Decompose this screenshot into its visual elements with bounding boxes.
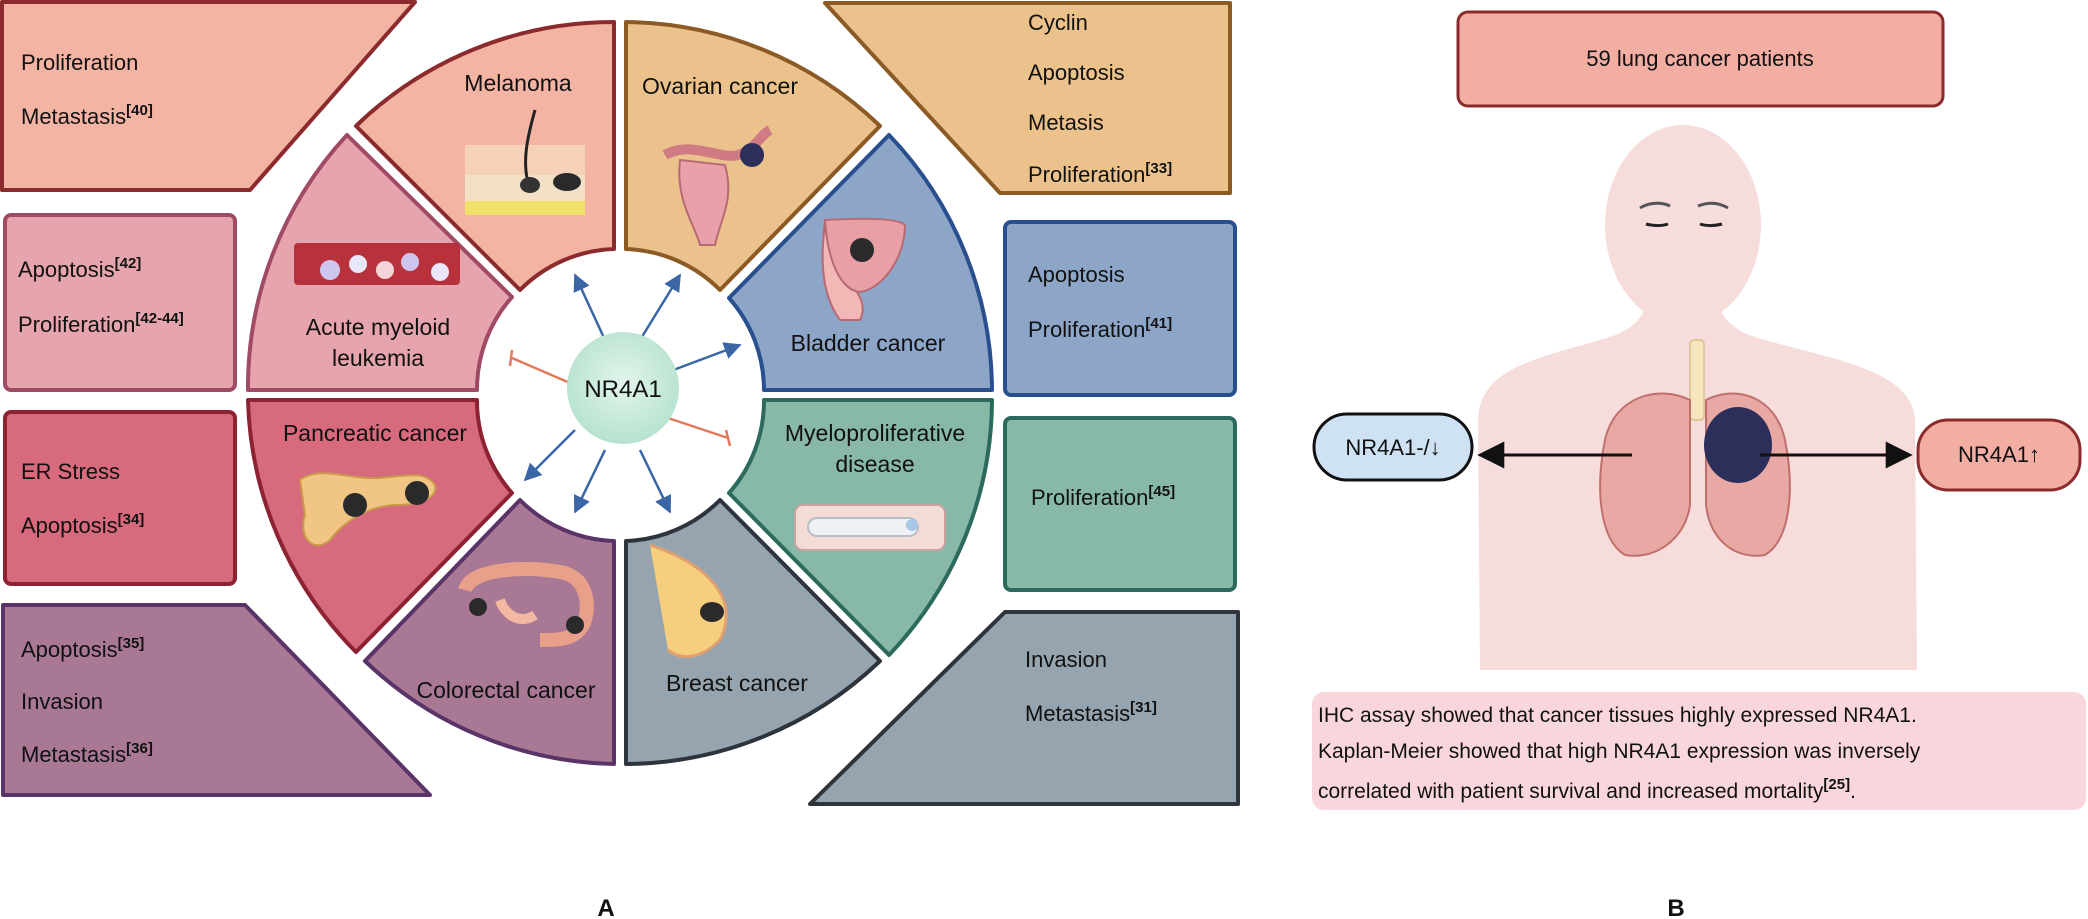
- box-pancreatic-line-2: Apoptosis[34]: [21, 511, 144, 538]
- hub-inhibition-lines: [508, 349, 732, 447]
- box-bladder-line-2: Proliferation[41]: [1028, 315, 1172, 342]
- box-bladder: Apoptosis Proliferation[41]: [1003, 220, 1237, 397]
- box-myelo-line-1: Proliferation[45]: [1031, 483, 1175, 510]
- segment-label-aml-1: Acute myeloid: [306, 314, 450, 340]
- box-melanoma-line-2: Metastasis[40]: [21, 102, 153, 129]
- box-melanoma: Proliferation Metastasis[40]: [0, 0, 417, 192]
- box-ovarian-line-3: Metasis: [1028, 110, 1104, 135]
- box-pancreatic: ER Stress Apoptosis[34]: [3, 410, 237, 586]
- hub-label: NR4A1: [584, 376, 661, 403]
- panel-b-label: B: [1667, 895, 1684, 919]
- ovary-illustration: [662, 125, 773, 246]
- label-nr4a1-low-text: NR4A1-/↓: [1345, 435, 1440, 460]
- segment-label-melanoma: Melanoma: [464, 70, 572, 96]
- segment-label-pancreatic: Pancreatic cancer: [283, 420, 467, 446]
- patients-box: 59 lung cancer patients: [1456, 10, 1945, 108]
- caption-line-3: correlated with patient survival and inc…: [1318, 776, 1856, 803]
- box-colorectal: Apoptosis[35] Invasion Metastasis[36]: [1, 603, 432, 797]
- colon-illustration: [458, 562, 594, 647]
- label-nr4a1-high-text: NR4A1↑: [1958, 442, 2040, 467]
- box-breast-line-1: Invasion: [1025, 647, 1107, 672]
- hub: NR4A1: [484, 259, 756, 531]
- box-colorectal-line-2: Invasion: [21, 689, 103, 714]
- label-nr4a1-low: NR4A1-/↓: [1312, 412, 1474, 482]
- bladder-illustration: [821, 217, 907, 321]
- box-aml-line-2: Proliferation[42-44]: [18, 310, 184, 337]
- box-melanoma-line-1: Proliferation: [21, 50, 138, 75]
- caption-line-2: Kaplan-Meier showed that high NR4A1 expr…: [1318, 740, 1921, 763]
- blood-vessel-illustration: [294, 243, 460, 285]
- box-ovarian-line-4: Proliferation[33]: [1028, 160, 1172, 187]
- box-aml-line-1: Apoptosis[42]: [18, 255, 141, 282]
- box-colorectal-line-1: Apoptosis[35]: [21, 635, 144, 662]
- segment-label-myelo-2: disease: [835, 451, 914, 477]
- segment-label-breast: Breast cancer: [666, 670, 808, 696]
- box-ovarian-line-2: Apoptosis: [1028, 60, 1125, 85]
- box-aml: Apoptosis[42] Proliferation[42-44]: [3, 213, 237, 392]
- melanoma-skin-illustration: [465, 109, 585, 215]
- segment-label-bladder: Bladder cancer: [791, 330, 946, 356]
- box-pancreatic-line-1: ER Stress: [21, 459, 120, 484]
- human-body-illustration: [1478, 125, 1917, 670]
- label-nr4a1-high: NR4A1↑: [1916, 418, 2082, 492]
- box-ovarian: Cyclin Apoptosis Metasis Proliferation[3…: [823, 1, 1232, 195]
- patients-box-title: 59 lung cancer patients: [1586, 46, 1814, 71]
- segment-label-colorectal: Colorectal cancer: [417, 677, 596, 703]
- box-breast: Invasion Metastasis[31]: [808, 610, 1240, 806]
- segment-label-myelo-1: Myeloproliferative: [785, 420, 965, 446]
- caption-line-1: IHC assay showed that cancer tissues hig…: [1318, 704, 1917, 727]
- hub-arrows: [523, 273, 742, 514]
- bone-illustration: [794, 504, 946, 551]
- segment-label-aml-2: leukemia: [332, 345, 424, 371]
- box-colorectal-line-3: Metastasis[36]: [21, 740, 153, 767]
- segment-label-ovarian: Ovarian cancer: [642, 73, 798, 99]
- box-breast-line-2: Metastasis[31]: [1025, 699, 1157, 726]
- box-bladder-line-1: Apoptosis: [1028, 262, 1125, 287]
- caption-box: IHC assay showed that cancer tissues hig…: [1312, 692, 2086, 810]
- breast-illustration: [649, 543, 728, 659]
- box-ovarian-line-1: Cyclin: [1028, 10, 1088, 35]
- segment-pancreatic: [246, 398, 514, 654]
- pancreas-illustration: [298, 472, 437, 547]
- box-myelo: Proliferation[45]: [1003, 416, 1237, 592]
- panel-a-label: A: [597, 895, 614, 919]
